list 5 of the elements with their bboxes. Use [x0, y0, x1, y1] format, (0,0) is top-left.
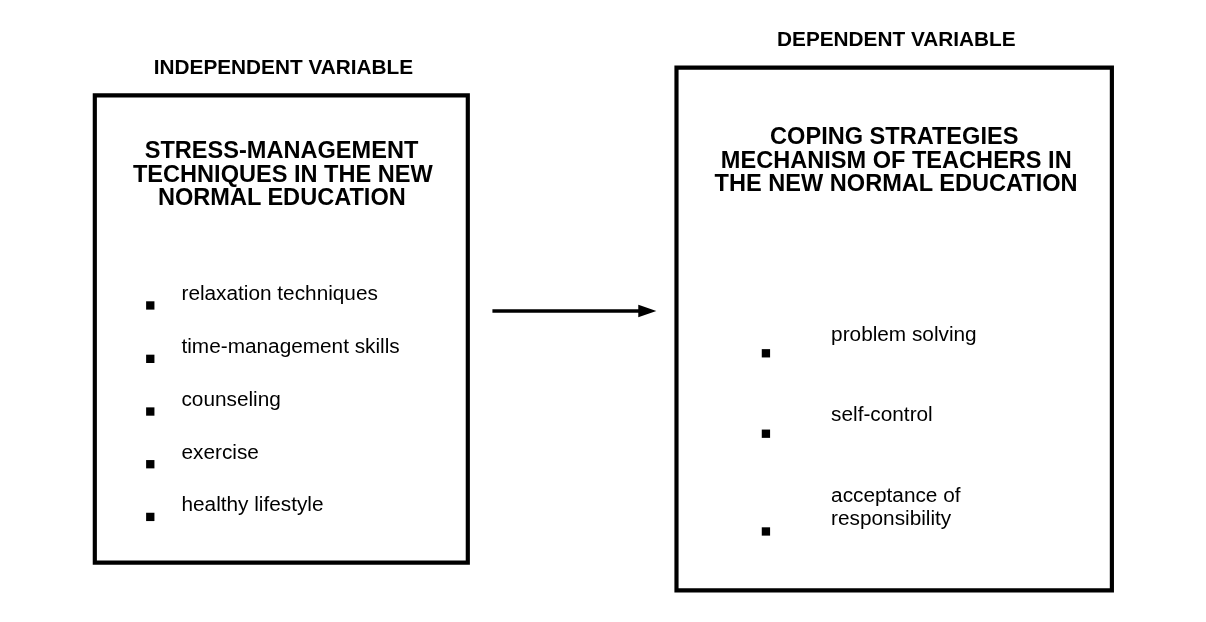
- node-label: DEPENDENT VARIABLE: [777, 27, 1016, 51]
- node-box: STRESS-MANAGEMENT TECHNIQUES IN THE NEW NORMAL EDUCATION relaxation techniques time-management skills counseling exercise healthy lifestyle: [92, 93, 470, 565]
- node-box: COPING STRATEGIES MECHANISM OF TEACHERS IN THE NEW NORMAL EDUCATION problem solving self-control acceptance of responsibility: [674, 65, 1114, 593]
- arrow: [492, 304, 657, 318]
- node-label: INDEPENDENT VARIABLE: [153, 54, 414, 78]
